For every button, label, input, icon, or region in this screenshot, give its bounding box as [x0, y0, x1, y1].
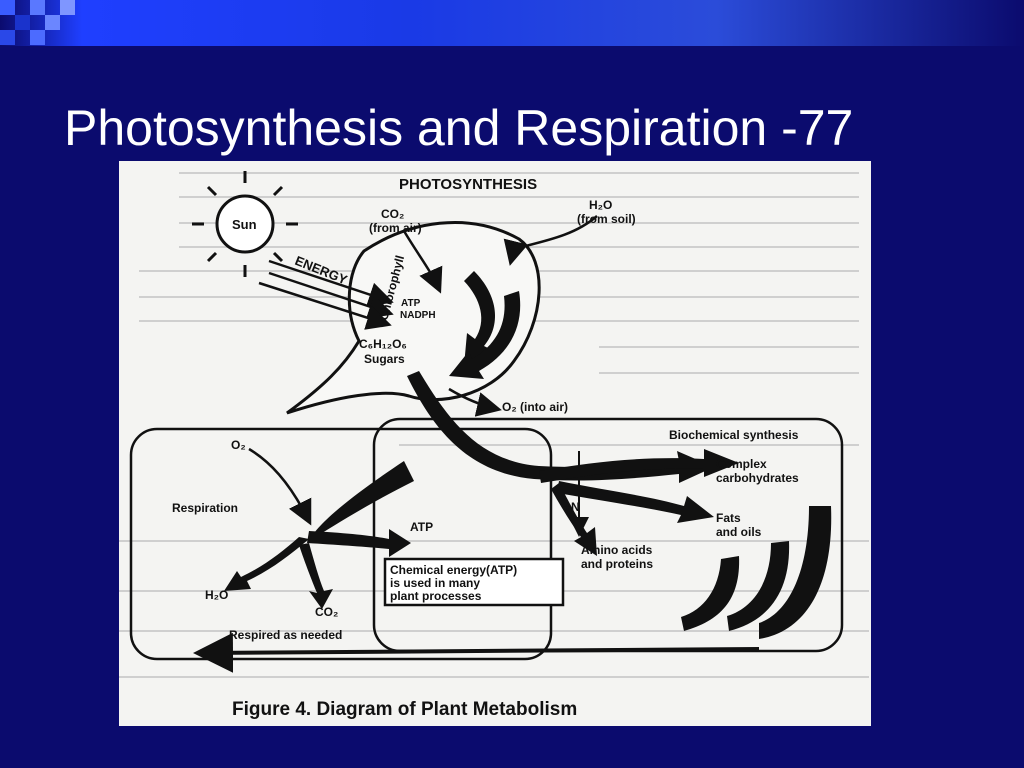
label-chem-energy-1: Chemical energy(ATP): [390, 563, 517, 577]
label-sugars: Sugars: [364, 352, 405, 366]
decor-square: [15, 15, 30, 30]
label-fats: Fats: [716, 511, 741, 525]
label-h2o-out: H₂O: [205, 588, 228, 602]
synthesis-box: [372, 417, 844, 653]
label-plus-n: +N: [564, 500, 580, 514]
h2o-arrow: [503, 215, 598, 266]
fats-arrow: [557, 481, 714, 523]
label-carbohydrates: carbohydrates: [716, 471, 799, 485]
label-biochemical-synthesis: Biochemical synthesis: [669, 428, 799, 442]
decor-square: [30, 30, 45, 45]
label-photosynthesis: PHOTOSYNTHESIS: [399, 176, 537, 193]
o2-in-arrow: [248, 447, 312, 526]
label-respiration: Respiration: [172, 501, 238, 515]
respiration-box: [129, 427, 553, 661]
h2o-out-arrow: [224, 537, 309, 591]
co2-out-arrow: [299, 543, 333, 609]
label-chem-energy-2: is used in many: [390, 576, 480, 590]
decor-square: [60, 0, 75, 15]
metabolism-diagram: PHOTOSYNTHESIS Sun ENERGY CO₂ (from air)…: [119, 171, 869, 720]
sugar-flow-arrow: [407, 371, 714, 483]
label-atp-small: ATP: [401, 298, 421, 309]
return-arrow-3: [681, 556, 740, 631]
decor-square: [0, 0, 15, 15]
o2-out-arrow: [448, 387, 502, 417]
label-and-oils: and oils: [716, 525, 762, 539]
slide-title: Photosynthesis and Respiration -77: [64, 100, 854, 156]
label-respired: Respired as needed: [229, 628, 342, 642]
label-co2-out: CO₂: [315, 605, 338, 619]
label-co2-source: (from air): [369, 221, 422, 235]
respired-arrow: [193, 632, 760, 673]
atp-arrow: [307, 529, 411, 557]
label-nadph: NADPH: [400, 310, 436, 321]
co2-arrow: [402, 230, 443, 294]
plant-metabolism-figure: PHOTOSYNTHESIS Sun ENERGY CO₂ (from air)…: [119, 161, 871, 726]
label-o2: O₂: [231, 438, 246, 452]
return-arrow-1: [759, 506, 832, 639]
sun-icon: [192, 171, 298, 277]
photosynthesis-arrow: [464, 271, 496, 366]
chemical-energy-box: [383, 557, 565, 607]
label-complex: Complex: [716, 457, 767, 471]
carbs-arrow: [539, 449, 739, 483]
label-energy: ENERGY: [293, 253, 350, 288]
label-o2-into-air: O₂ (into air): [502, 400, 568, 414]
leaf-arrow-2: [449, 291, 521, 379]
respiration-core-arrow: [309, 461, 414, 541]
label-h2o: H₂O: [589, 198, 612, 212]
label-chem-energy-3: plant processes: [390, 589, 482, 603]
title-accent-bar: [0, 0, 1024, 46]
label-amino-acids: Amino acids: [581, 543, 653, 557]
return-arrow-2: [727, 541, 790, 631]
label-glucose: C₆H₁₂O₆: [359, 337, 407, 351]
decor-square: [45, 15, 60, 30]
label-and-proteins: and proteins: [581, 557, 653, 571]
label-sun: Sun: [232, 217, 257, 232]
label-h2o-source: (from soil): [577, 212, 636, 226]
label-atp: ATP: [410, 520, 433, 534]
decor-square: [30, 0, 45, 15]
label-co2: CO₂: [381, 207, 404, 221]
figure-caption: Figure 4. Diagram of Plant Metabolism: [232, 699, 577, 720]
decor-square: [0, 30, 15, 45]
energy-arrows: [258, 259, 394, 330]
